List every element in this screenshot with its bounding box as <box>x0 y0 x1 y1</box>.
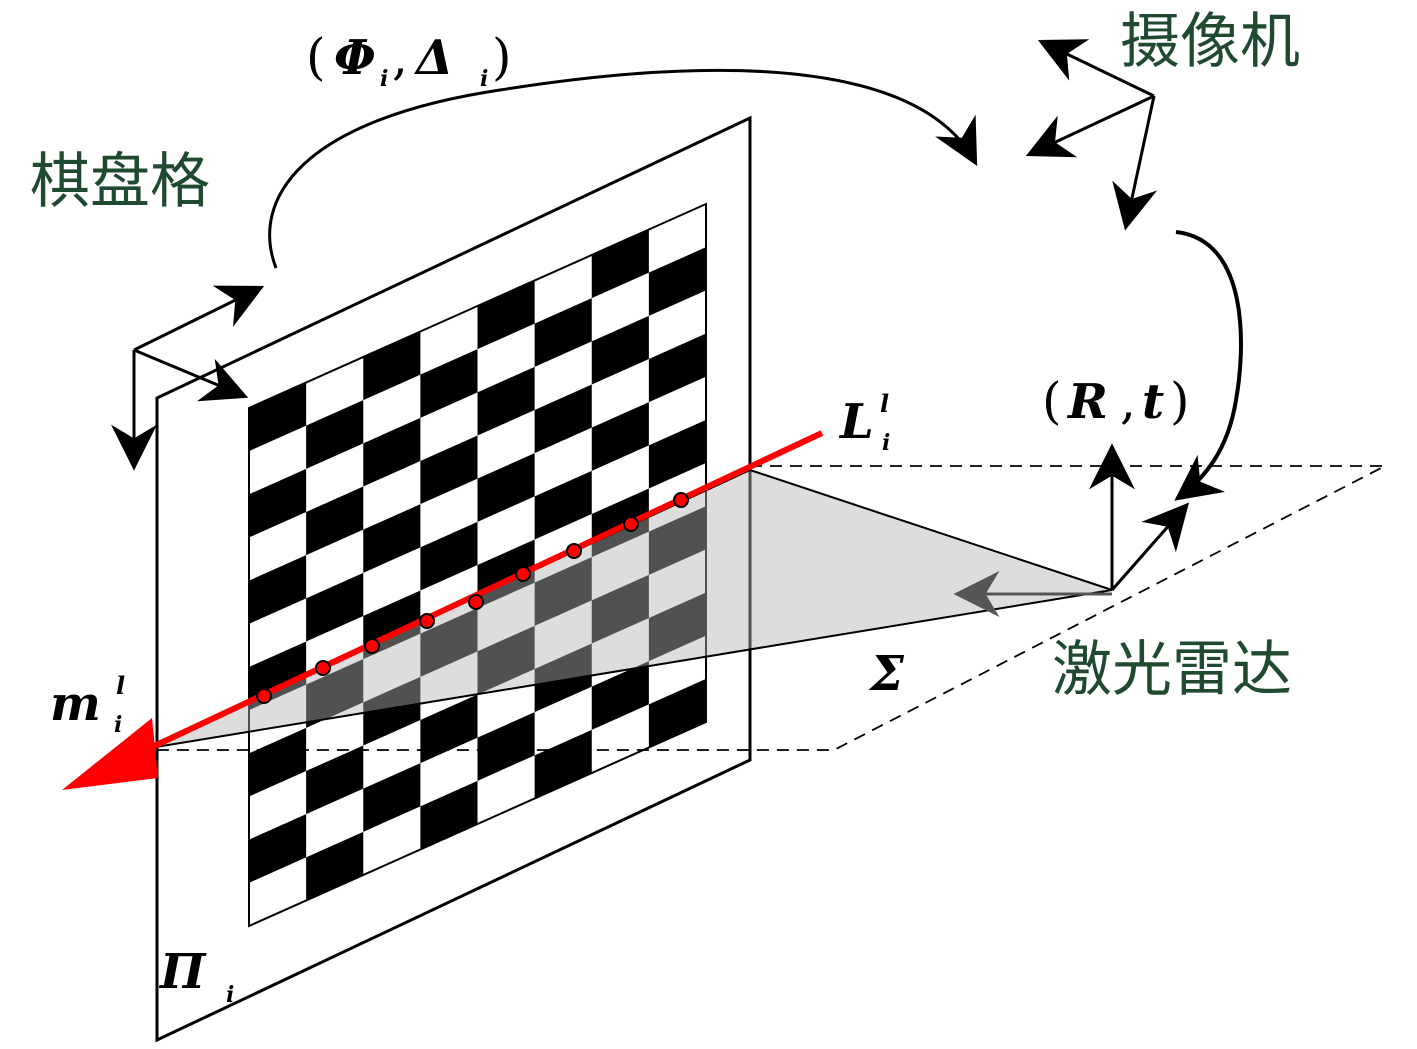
transform-arc-camera-lidar <box>1174 230 1243 501</box>
camera-frame-axes <box>1025 39 1158 231</box>
label-lidar: 激光雷达 <box>1052 635 1292 705</box>
checker-square <box>477 712 535 781</box>
checker-square <box>477 453 535 522</box>
checker-square <box>648 419 706 489</box>
checkerboard-border <box>248 202 707 928</box>
svg-text:Φ: Φ <box>334 30 376 86</box>
checkerboard-pattern <box>249 229 706 901</box>
checker-square <box>648 333 706 403</box>
checker-square <box>534 557 592 626</box>
checker-square <box>591 488 649 558</box>
svg-text:i: i <box>114 712 122 738</box>
checker-square <box>591 315 649 385</box>
checker-square <box>249 727 307 797</box>
checker-square <box>363 676 421 746</box>
label-sigma: Σ <box>868 646 905 702</box>
checker-square <box>591 229 649 299</box>
svg-text:): ) <box>1170 372 1190 430</box>
scan-point <box>566 543 582 559</box>
checker-square <box>591 402 649 471</box>
scan-point <box>256 688 272 704</box>
checker-square <box>420 780 478 850</box>
svg-text:i: i <box>380 66 388 92</box>
svg-text:R: R <box>1066 374 1108 430</box>
checker-square <box>249 555 307 624</box>
label-r-t: ( R , t ) <box>1042 372 1190 430</box>
label-m-i: m l i <box>50 671 125 738</box>
label-phi-delta: ( Φ i , Δ i ) <box>306 28 512 92</box>
checker-square <box>420 435 478 505</box>
checker-square <box>477 366 535 436</box>
checker-square <box>363 417 421 487</box>
checker-square <box>648 592 706 662</box>
scan-points <box>256 492 689 704</box>
checker-square <box>306 745 364 815</box>
checker-square <box>420 694 478 764</box>
svg-text:t: t <box>1142 374 1164 430</box>
scan-point <box>468 594 484 610</box>
svg-text:l: l <box>116 671 125 700</box>
label-l-i: L l i <box>838 389 890 456</box>
checker-square <box>591 574 649 644</box>
checker-square <box>306 572 364 642</box>
svg-text:): ) <box>492 28 512 86</box>
board-frame-axes <box>111 285 265 471</box>
checker-square <box>306 659 364 728</box>
label-pi-i: Π i <box>158 944 234 1008</box>
svg-text:(: ( <box>306 28 326 86</box>
checker-square <box>534 729 592 799</box>
svg-text:(: ( <box>1042 372 1062 430</box>
scan-plane-edge-top <box>157 465 1386 751</box>
transform-arc-board-camera <box>268 68 978 269</box>
svg-text:i: i <box>226 982 234 1008</box>
lidar-frame-axes <box>953 443 1190 617</box>
checker-square <box>363 763 421 832</box>
checker-square <box>477 280 535 350</box>
checker-square <box>420 608 478 677</box>
svg-text:Δ: Δ <box>414 30 453 86</box>
checker-square <box>420 521 478 591</box>
m-i-arrowhead <box>62 718 158 790</box>
checker-square <box>306 486 364 556</box>
checker-square <box>420 349 478 418</box>
checker-square <box>648 506 706 575</box>
checker-square <box>477 625 535 695</box>
svg-text:L: L <box>838 394 874 450</box>
scan-point <box>315 660 331 676</box>
checker-square <box>534 384 592 454</box>
checker-square <box>249 382 307 452</box>
svg-text:i: i <box>480 66 488 92</box>
label-camera: 摄像机 <box>1120 7 1300 77</box>
checker-square <box>534 643 592 713</box>
svg-text:Π: Π <box>158 944 207 1000</box>
svg-text:,: , <box>392 28 408 86</box>
checker-square <box>306 831 364 901</box>
scan-point <box>364 638 380 654</box>
checker-square <box>249 814 307 883</box>
svg-text:m: m <box>50 676 101 732</box>
checker-square <box>591 661 649 730</box>
checker-square <box>363 504 421 573</box>
svg-text:i: i <box>882 430 890 456</box>
scan-point <box>673 492 689 508</box>
checker-square <box>648 247 706 316</box>
checker-square <box>534 298 592 367</box>
checker-square <box>648 678 706 748</box>
scan-point <box>419 613 435 629</box>
svg-text:,: , <box>1120 372 1136 430</box>
scan-point <box>515 566 531 582</box>
checker-square <box>534 470 592 540</box>
checker-square <box>306 400 364 469</box>
svg-text:l: l <box>880 389 889 418</box>
label-chessboard: 棋盘格 <box>30 147 210 217</box>
checker-square <box>249 468 307 538</box>
scan-point <box>623 516 639 532</box>
checker-square <box>363 331 421 401</box>
